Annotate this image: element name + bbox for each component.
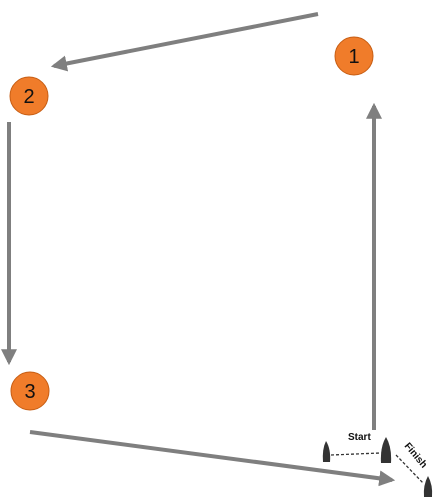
start-pin-buoy-icon [322, 441, 331, 462]
start-committee-buoy-icon [380, 437, 392, 463]
mark-2-circle [9, 76, 49, 116]
mark-1: 1 [334, 36, 374, 76]
leg-mark3-to-finish-arrow [29, 430, 396, 487]
mark-3-label: 3 [24, 381, 35, 403]
mark-2: 2 [9, 76, 49, 116]
start-line: Start [322, 432, 392, 463]
mark-1-label: 1 [348, 46, 359, 68]
finish-label: Finish [402, 441, 429, 471]
start-line-dashed [330, 452, 381, 456]
mark-3-circle [10, 371, 50, 411]
finish-line-dashed [395, 454, 424, 484]
mark-3: 3 [10, 371, 50, 411]
mark-1-circle [334, 36, 374, 76]
start-label: Start [348, 432, 371, 443]
finish-buoy-icon [423, 476, 433, 497]
finish-line: Finish [395, 441, 433, 497]
leg-mark1-to-mark2-arrow [50, 12, 319, 72]
mark-2-label: 2 [23, 86, 34, 108]
